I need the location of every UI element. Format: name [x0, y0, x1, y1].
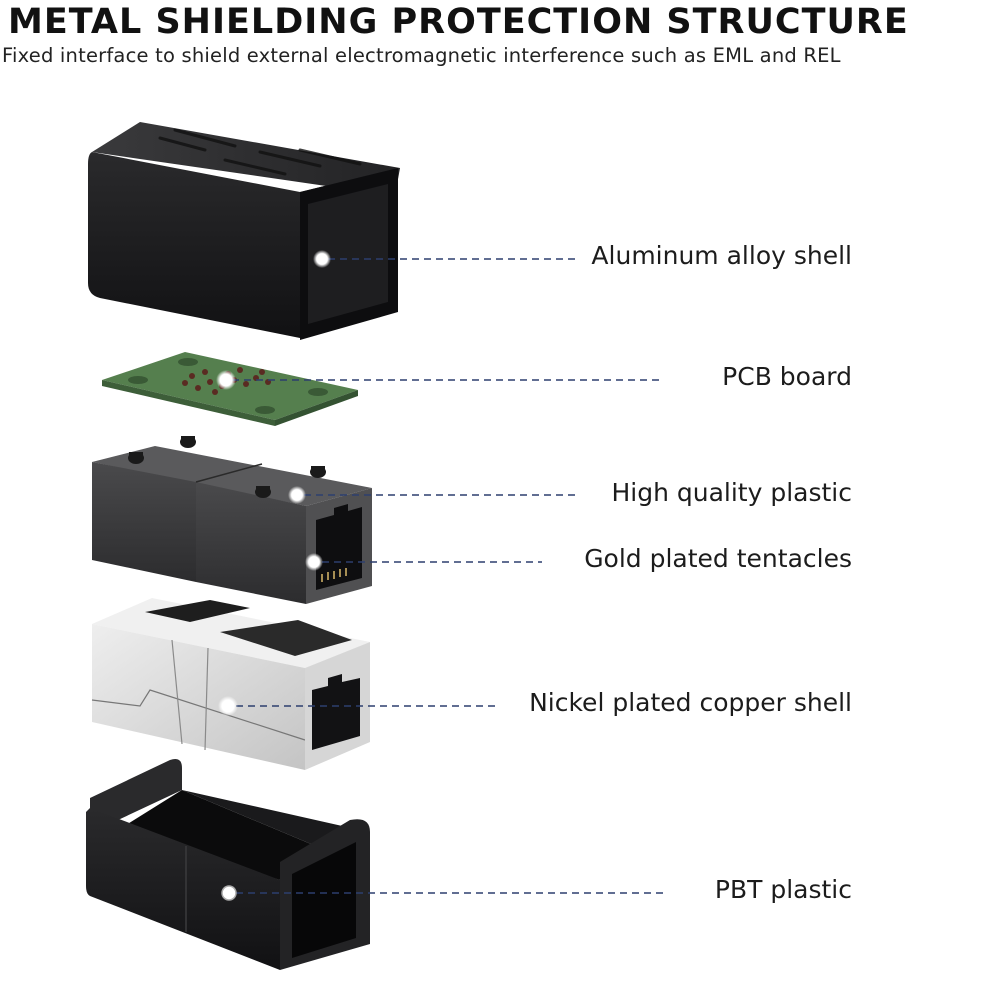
label-pbt-plastic: PBT plastic: [714, 875, 852, 904]
page-subtitle: Fixed interface to shield external elect…: [2, 44, 841, 67]
label-gold-plated-tentacles: Gold plated tentacles: [584, 544, 852, 573]
marker-dot-icon: [218, 696, 238, 716]
label-high-quality-plastic: High quality plastic: [611, 478, 852, 507]
leader-line-aluminum-alloy-shell: [313, 250, 580, 268]
marker-dot-icon: [313, 250, 331, 268]
label-aluminum-alloy-shell: Aluminum alloy shell: [591, 241, 852, 270]
high-quality-plastic-image: [92, 436, 372, 604]
page-title: METAL SHIELDING PROTECTION STRUCTURE: [8, 2, 909, 42]
leader-line-gold-plated-tentacles: [305, 553, 542, 571]
marker-dot-icon: [305, 553, 323, 571]
marker-dot-icon: [216, 370, 236, 390]
leader-line-nickel-plated-copper-shell: [218, 696, 498, 716]
label-nickel-plated-copper-shell: Nickel plated copper shell: [529, 688, 852, 717]
leader-line-high-quality-plastic: [288, 486, 578, 504]
nickel-plated-copper-shell-image: [91, 598, 370, 770]
marker-dot-icon: [288, 486, 306, 504]
marker-dot-icon: [221, 885, 237, 901]
label-pcb-board: PCB board: [722, 362, 852, 391]
pbt-plastic-image: [86, 759, 370, 970]
leader-line-pbt-plastic: [221, 885, 666, 901]
leader-line-pcb-board: [216, 370, 662, 390]
aluminum-alloy-shell-image: [88, 122, 400, 340]
